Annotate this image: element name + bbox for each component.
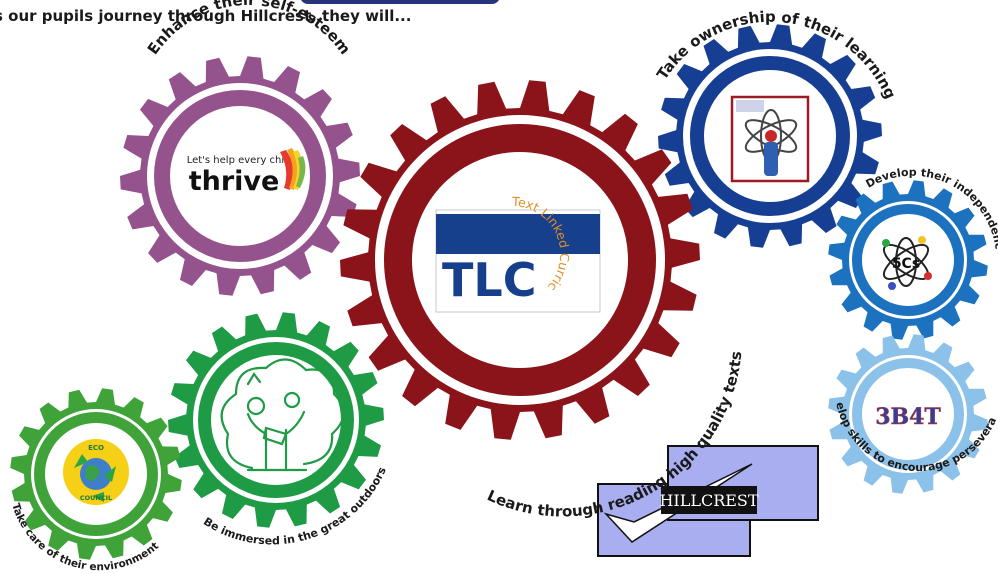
5cs-title: 5Cs [892,256,920,272]
intro-text: s our pupils journey through Hillcrest, … [0,7,412,25]
eco-label: ECO [88,444,104,452]
rainbow-flame-icon [280,148,306,190]
council-label: COUNCIL [80,494,112,502]
hillcrest-name: HILLCREST [659,491,758,510]
hillcrest-logo: HILLCREST [597,445,819,557]
thrive-logo: Let's help every child thrive [187,148,306,197]
gear-thrive [120,56,360,296]
gear-ring [198,342,354,498]
title-fragment [300,0,500,4]
atom-scientist-icon [730,95,810,183]
5cs-logo: 5Cs [882,236,932,290]
tlc-title: TLC [442,253,536,307]
atom-icon [882,237,930,287]
3b4t-logo: 3B4T [875,404,941,430]
gear-perseverance [828,334,988,494]
gear-ring [154,90,326,262]
gear-outdoors [168,312,384,528]
gear-ring [852,358,964,470]
gear-independence [828,180,988,340]
tree-children-reading-icon [220,358,345,472]
thrive-title: thrive [189,166,280,197]
thrive-subtitle: Let's help every child [187,155,294,166]
eco-council-logo: ECO COUNCIL [63,439,129,505]
caption-thrive: Enhance their self-esteem [144,0,354,58]
recycle-globe-icon [74,454,116,502]
gear-ring [852,204,964,316]
